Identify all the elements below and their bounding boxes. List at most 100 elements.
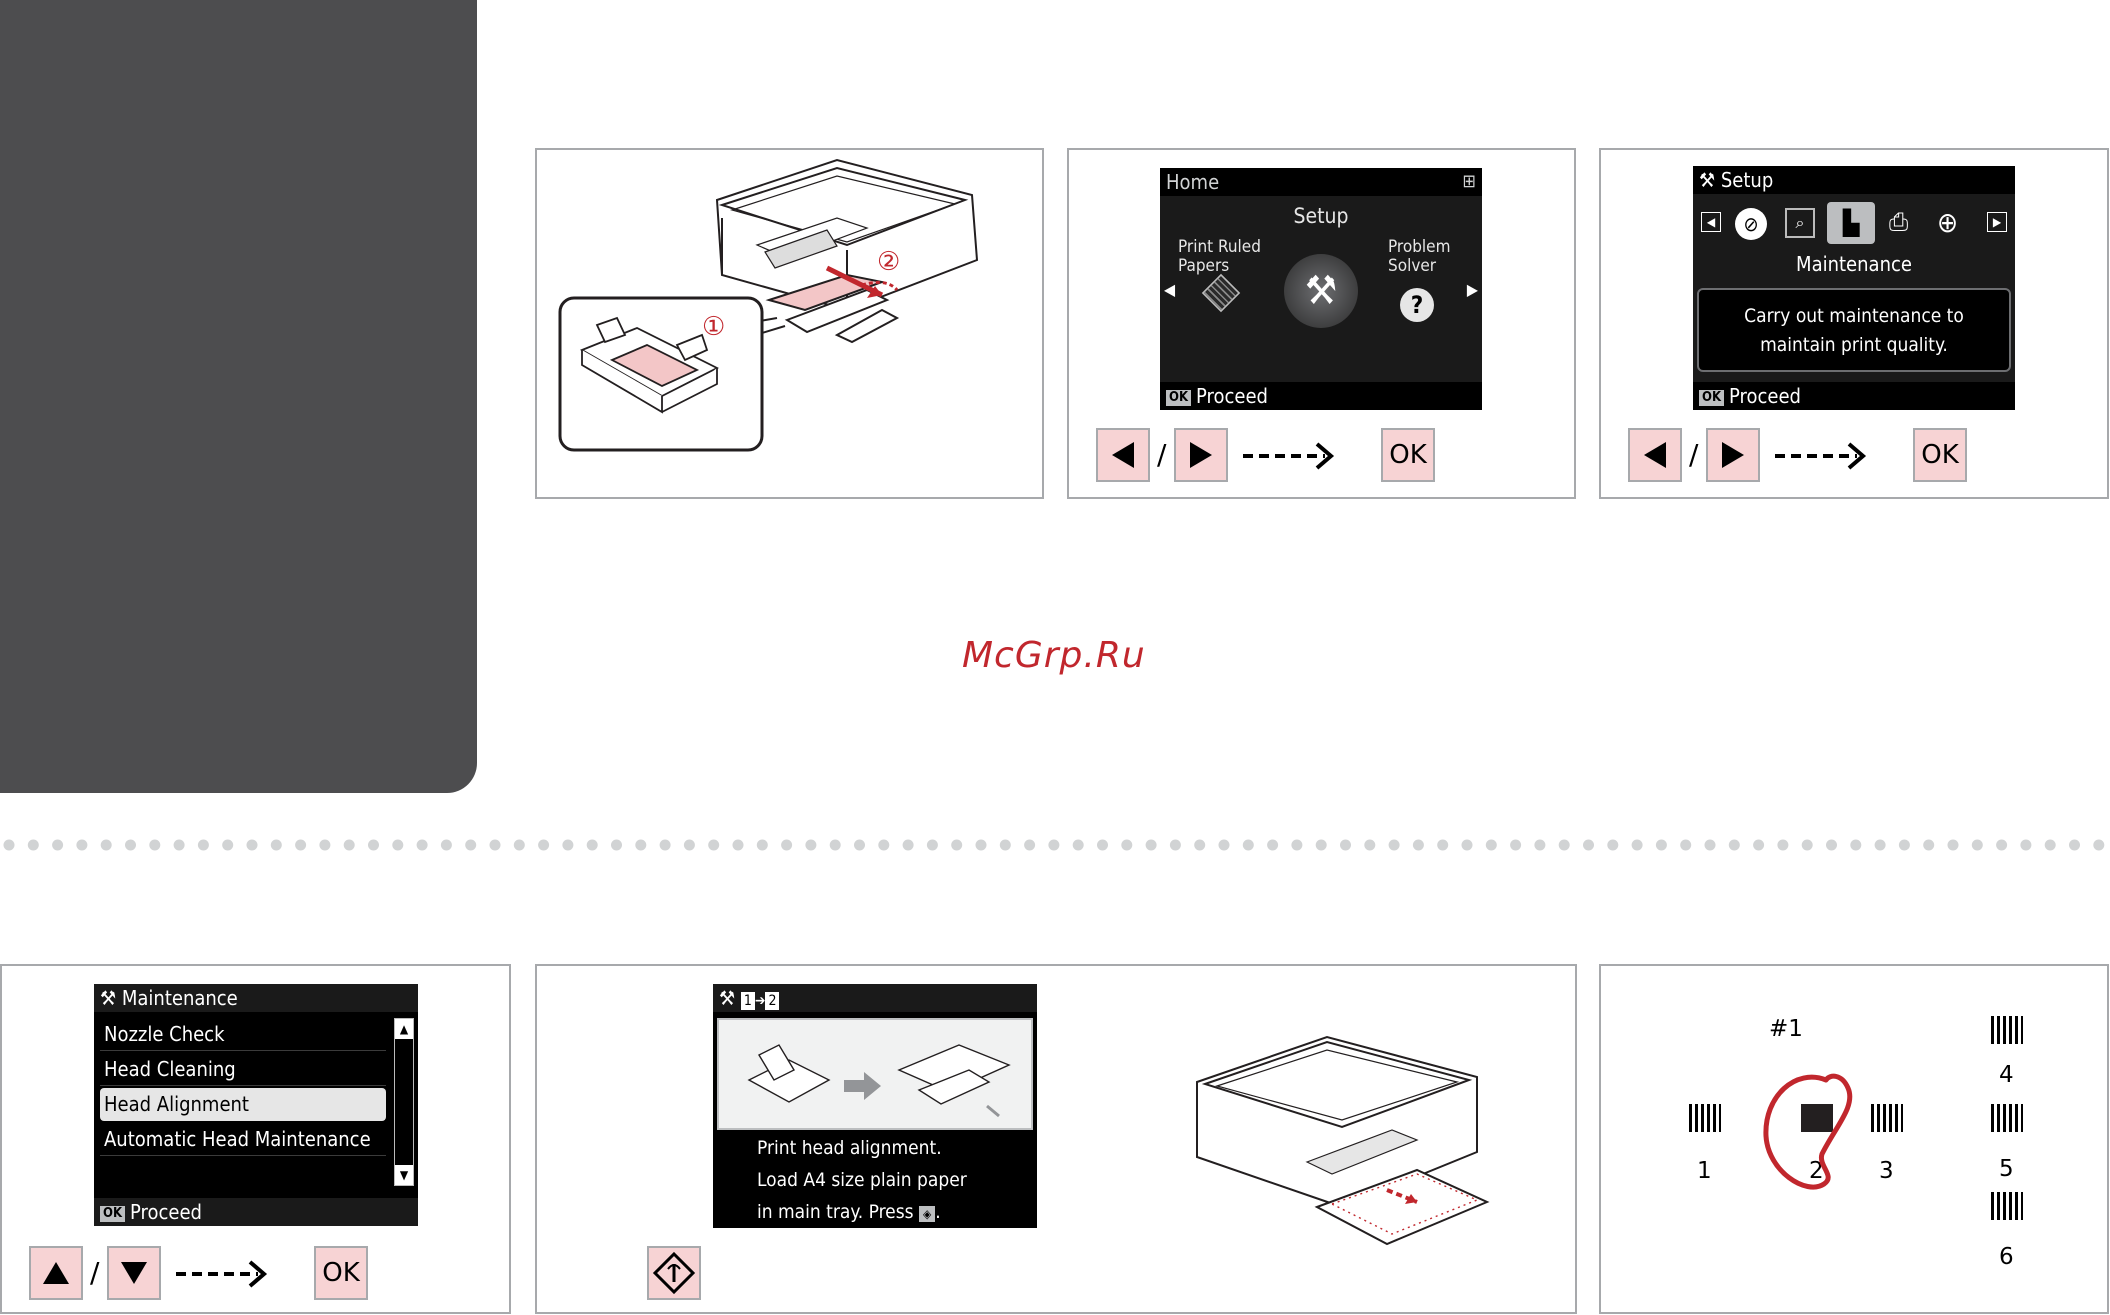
divider-dot	[586, 839, 598, 851]
lcd-ok-tag: OK	[100, 1206, 126, 1222]
divider-dot	[611, 839, 622, 851]
lcd-header: Home ⊞	[1160, 168, 1482, 196]
watermark: McGrp.Ru	[962, 635, 1146, 676]
problem-solver-icon: ?	[1400, 288, 1434, 322]
pattern-label-6: 6	[1999, 1244, 2014, 1270]
divider-dot	[1145, 839, 1157, 851]
ok-button[interactable]: OK	[314, 1246, 368, 1300]
divider-dot	[538, 839, 550, 851]
divider-dot	[1534, 839, 1546, 851]
divider-dot	[76, 839, 88, 851]
divider-dot	[1437, 839, 1449, 851]
left-button[interactable]	[1628, 428, 1682, 482]
separator-slash: /	[1689, 438, 1699, 471]
step-1-marker: ①	[702, 312, 725, 342]
lcd-footer-label: Proceed	[130, 1200, 202, 1224]
divider-dot	[2044, 839, 2056, 851]
divider-dot	[440, 839, 452, 851]
divider-dot	[902, 839, 914, 851]
divider-dot	[1607, 839, 1619, 851]
selection-circle-mark	[1763, 1073, 1853, 1190]
lcd-title: Setup	[1293, 204, 1349, 228]
right-button[interactable]	[1706, 428, 1760, 482]
setup-small-icon: ⚒	[1699, 168, 1721, 192]
divider-dot	[1753, 839, 1765, 851]
divider-dot	[805, 839, 817, 851]
up-button[interactable]	[29, 1246, 83, 1300]
divider-dot	[1826, 839, 1837, 851]
ok-button[interactable]: OK	[1381, 428, 1435, 482]
lcd-left-arrow-icon: ◀	[1701, 212, 1721, 232]
menu-item-automatic-head-maintenance[interactable]: Automatic Head Maintenance	[100, 1123, 386, 1156]
start-button[interactable]	[647, 1246, 701, 1300]
divider-dot	[3, 839, 15, 851]
scroll-down-icon[interactable]: ▼	[395, 1165, 413, 1185]
divider-dot	[1412, 839, 1424, 851]
divider-dot	[683, 839, 695, 851]
down-button[interactable]	[107, 1246, 161, 1300]
lcd-header: ⚒ Maintenance	[94, 984, 418, 1012]
ruled-paper-icon	[1201, 273, 1241, 313]
menu-item-nozzle-check[interactable]: Nozzle Check	[100, 1018, 386, 1051]
divider-dot	[756, 839, 768, 851]
divider-dot	[975, 839, 987, 851]
scrollbar[interactable]: ▲ ▼	[394, 1018, 414, 1186]
lcd-description-line2: maintain print quality.	[1760, 334, 1948, 356]
network-globe-icon: ⊕	[1937, 206, 1959, 239]
divider-dot	[270, 839, 282, 851]
network-icon: ⊞	[1462, 171, 1476, 192]
divider-dot	[1485, 839, 1497, 851]
menu-item-head-alignment[interactable]: Head Alignment	[100, 1088, 386, 1121]
divider-dot	[416, 839, 428, 851]
divider-dot	[1461, 839, 1473, 851]
divider-dot	[1510, 839, 1522, 851]
divider-dot	[1874, 839, 1886, 851]
divider-dot	[125, 839, 136, 851]
start-small-icon: ◈	[918, 1206, 936, 1222]
lcd-left-item-line1: Print Ruled	[1178, 237, 1261, 257]
divider-dot	[1680, 839, 1692, 851]
step-panel-select-setup: Home ⊞ Setup Print Ruled Papers Problem …	[1067, 148, 1576, 499]
scroll-up-icon[interactable]: ▲	[395, 1019, 413, 1039]
left-button[interactable]	[1096, 428, 1150, 482]
step-indicator-icon: 1	[740, 992, 755, 1010]
divider-dot	[343, 839, 355, 851]
divider-dot	[1048, 839, 1060, 851]
step-panel-select-head-alignment: ⚒ Maintenance Nozzle Check Head Cleaning…	[0, 964, 511, 1314]
divider-dot	[465, 839, 477, 851]
divider-dot	[1728, 839, 1740, 851]
ok-button[interactable]: OK	[1913, 428, 1967, 482]
lcd-message-line1: Print head alignment.	[757, 1137, 942, 1159]
divider-dot	[1898, 839, 1910, 851]
divider-dot	[1291, 839, 1303, 851]
lcd-description-box: Carry out maintenance to maintain print …	[1697, 288, 2011, 372]
pattern-swatch-5	[1991, 1104, 2023, 1132]
step-2-marker: ②	[877, 247, 900, 277]
divider-dot	[1169, 839, 1181, 851]
divider-dot	[1801, 839, 1813, 851]
lcd-message-line2: Load A4 size plain paper	[757, 1169, 967, 1191]
divider-dot	[999, 839, 1011, 851]
setup-small-icon: ⚒	[100, 986, 122, 1010]
divider-dot	[659, 839, 671, 851]
right-button[interactable]	[1174, 428, 1228, 482]
lcd-right-item-line1: Problem	[1388, 237, 1451, 257]
lcd-alignment-screen: ⚒ 1➔2 Print head alignment. Load A4 size…	[713, 984, 1037, 1228]
printer-printing-illustration	[1196, 1035, 1490, 1246]
dotted-divider	[3, 839, 2105, 851]
divider-dot	[1655, 839, 1667, 851]
divider-dot	[1923, 839, 1935, 851]
divider-dot	[1340, 839, 1351, 851]
divider-dot	[2020, 839, 2032, 851]
divider-dot	[319, 839, 331, 851]
menu-item-head-cleaning[interactable]: Head Cleaning	[100, 1053, 386, 1086]
step-panel-alignment-pattern: #1 1 2 3 4 5 6	[1599, 964, 2109, 1314]
pattern-swatch-6	[1991, 1192, 2023, 1220]
lcd-left-arrow-icon: ◀	[1164, 280, 1176, 299]
separator-slash: /	[90, 1256, 100, 1289]
lcd-message-line3: in main tray. Press ◈.	[757, 1196, 1031, 1228]
step-arrow-icon: ➔	[754, 993, 766, 1009]
setup-icon: ⚒	[1284, 254, 1358, 328]
lcd-ok-tag: OK	[1166, 390, 1192, 406]
lcd-footer-label: Proceed	[1729, 384, 1801, 408]
